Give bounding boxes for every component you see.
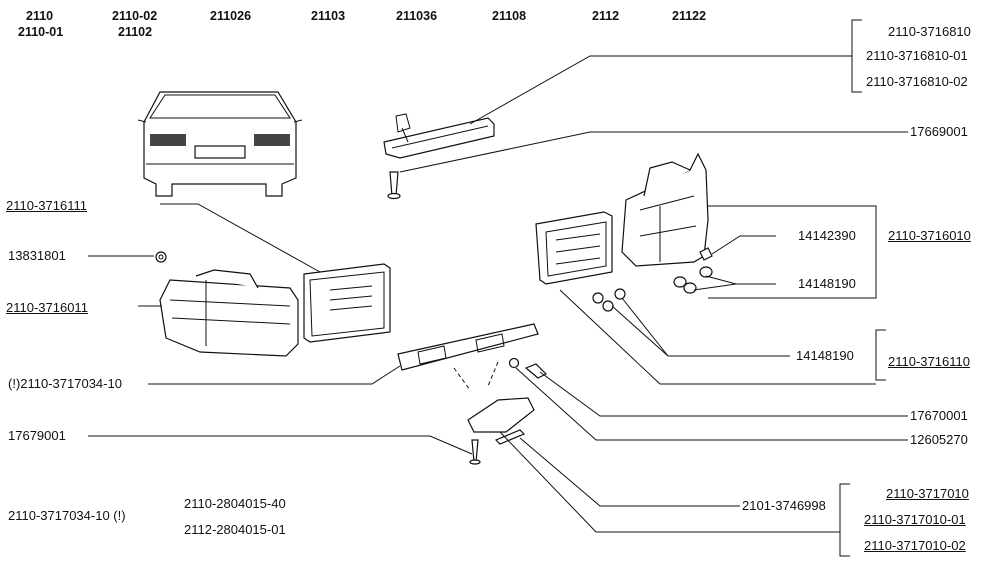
part-plate-lamp-holder: (!)2110-3717034-10	[8, 376, 122, 391]
model-21122: 21122	[672, 9, 707, 23]
washer-screw-illustration	[508, 357, 548, 379]
part-plate-bulb: 2101-3746998	[742, 498, 826, 513]
part-high-stop-lamp-02: 2110-3716810-02	[866, 74, 968, 89]
car-rear-illustration	[137, 91, 303, 197]
model-2110-01: 2110-01	[18, 25, 64, 39]
part-screw-bottom: 17679001	[8, 428, 66, 443]
model-21108: 21108	[492, 9, 527, 23]
right-lamp-illustration	[621, 152, 709, 267]
model-2110-02: 2110-02	[112, 9, 158, 23]
note-mid-1: 2110-2804015-40	[184, 496, 286, 511]
part-plate-lamp-01: 2110-3717010-01	[864, 512, 966, 527]
part-lens-left: 2110-3716111	[6, 198, 87, 213]
high-stop-lamp-illustration	[383, 113, 495, 200]
right-lens-illustration	[535, 211, 613, 285]
part-high-stop-lamp: 2110-3716810	[888, 24, 971, 39]
part-nut: 13831801	[8, 248, 66, 263]
part-lens-right: 2110-3716110	[888, 354, 970, 369]
part-lamp-left: 2110-3716011	[6, 300, 88, 315]
nut-illustration	[155, 251, 167, 263]
part-screw-top: 17669001	[910, 124, 968, 139]
bulbs-illustration	[592, 247, 713, 312]
part-screw-mid: 17670001	[910, 408, 968, 423]
model-21103: 21103	[311, 9, 346, 23]
model-211026: 211026	[210, 9, 252, 23]
left-lamp-illustration	[159, 269, 299, 357]
model-2110: 2110	[26, 9, 54, 23]
note-left: 2110-3717034-10 (!)	[8, 508, 126, 523]
part-high-stop-lamp-01: 2110-3716810-01	[866, 48, 968, 63]
plate-lamp-illustration	[467, 397, 535, 465]
part-plate-lamp-02: 2110-3717010-02	[864, 538, 966, 553]
part-bulb-right-lower: 14148190	[796, 348, 854, 363]
part-lamp-right: 2110-3716010	[888, 228, 971, 243]
model-21102: 21102	[118, 25, 153, 39]
model-2112: 2112	[592, 9, 620, 23]
plate-lamp-holder-illustration	[397, 323, 539, 391]
part-bulb-right-upper: 14148190	[798, 276, 856, 291]
part-plate-lamp: 2110-3717010	[886, 486, 969, 501]
model-211036: 211036	[396, 9, 438, 23]
left-lens-illustration	[303, 263, 391, 343]
note-mid-2: 2112-2804015-01	[184, 522, 286, 537]
leader-lines	[88, 19, 908, 557]
part-bulb-small: 14142390	[798, 228, 856, 243]
part-washer: 12605270	[910, 432, 968, 447]
